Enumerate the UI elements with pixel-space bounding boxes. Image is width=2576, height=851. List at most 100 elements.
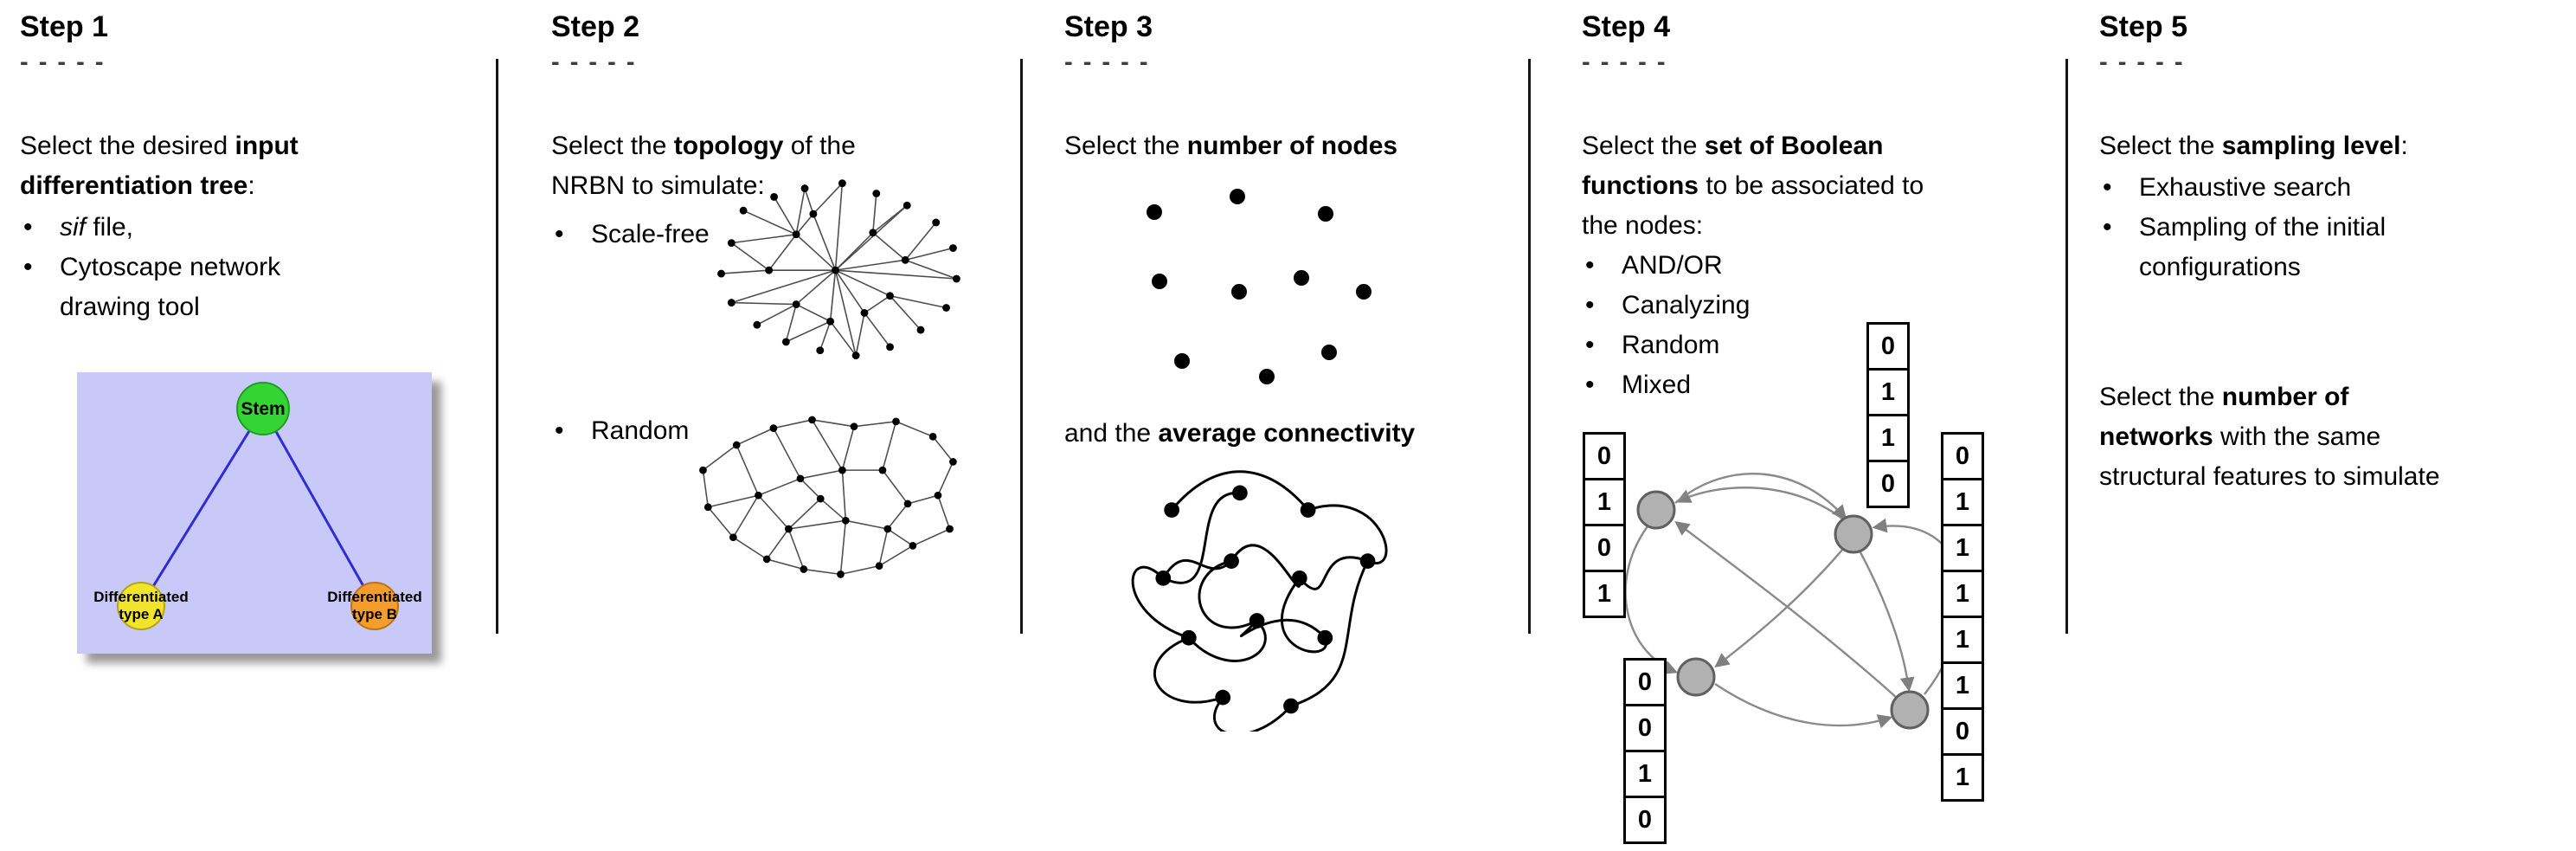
text-line: AND/OR (1622, 246, 1841, 286)
bullet-text: Exhaustive search (2139, 168, 2566, 208)
step4-dashes: - - - - - (1582, 48, 1667, 76)
step5-intro: Select the sampling level: (2099, 126, 2408, 166)
truth-table-cell: 1 (1941, 618, 1984, 664)
text-segment: number of (2221, 383, 2349, 411)
text-line: Canalyzing (1622, 286, 1841, 326)
bullet-icon: • (2103, 173, 2112, 202)
bullet-text: Random (1622, 326, 1841, 365)
text-segment: : (2400, 132, 2408, 160)
bullet-text: Mixed (1622, 365, 1841, 405)
truth-table-cell: 0 (1941, 710, 1984, 756)
tree-edge-a (139, 408, 265, 607)
edge-arrow (1624, 525, 1679, 674)
bullet-text: Sampling of the initial configurations (2139, 208, 2566, 287)
bullet-icon: • (23, 253, 33, 281)
text-line: Select the desired input (20, 126, 299, 166)
column-divider (1528, 59, 1531, 634)
text-line: Random (1622, 326, 1841, 365)
text-line: Cytoscape network (60, 248, 470, 287)
text-segment: Scale-free (591, 220, 710, 248)
text-segment: Exhaustive search (2139, 173, 2352, 202)
connectivity-graph-graphic (1112, 459, 1410, 732)
list-item: • AND/OR (1582, 246, 1841, 286)
text-segment: Random (591, 416, 690, 445)
truth-table-cell: 1 (1583, 480, 1626, 526)
edge-arrow (1674, 472, 1847, 520)
list-item: • Random (1582, 326, 1841, 365)
list-item: • Sampling of the initial configurations (2099, 208, 2566, 287)
text-line: Select the sampling level: (2099, 126, 2408, 166)
step3-title: Step 3 (1064, 10, 1153, 43)
network-node (1834, 514, 1873, 554)
truth-table-cell: 1 (1941, 664, 1984, 710)
truth-table-cell: 1 (1941, 526, 1984, 572)
text-segment: Select the (551, 132, 674, 160)
bullet-text: sif file, (60, 208, 470, 248)
bullet-icon: • (1585, 331, 1595, 359)
text-segment: functions (1582, 171, 1699, 200)
bullet-text: Scale-free (591, 215, 811, 255)
text-line: and the average connectivity (1064, 414, 1415, 454)
text-segment: file, (86, 213, 134, 242)
truth-table-cell: 1 (1866, 416, 1910, 462)
text-segment: drawing tool (60, 293, 200, 321)
text-line: Select the number of (2099, 377, 2440, 417)
text-segment: and the (1064, 419, 1159, 448)
list-item: • Scale-free (551, 215, 811, 255)
text-line: Scale-free (591, 215, 811, 255)
step4-title: Step 4 (1582, 10, 1671, 43)
text-line: Mixed (1622, 365, 1841, 405)
truth-table-cell: 1 (1866, 371, 1910, 416)
bullet-icon: • (2103, 213, 2112, 242)
text-segment: Mixed (1622, 371, 1692, 399)
bullet-text: AND/OR (1622, 246, 1841, 286)
differentiation-tree-svg: Stem Differentiated type A Differentiate… (93, 382, 422, 630)
text-line: differentiation tree: (20, 166, 299, 206)
text-segment: NRBN to simulate: (551, 171, 765, 200)
list-item: • Canalyzing (1582, 286, 1841, 326)
text-line: structural features to simulate (2099, 457, 2440, 497)
bullet-icon: • (1585, 291, 1595, 319)
text-line: sif file, (60, 208, 470, 248)
step4-bullet-list: • AND/OR • Canalyzing • Random • Mixed (1582, 246, 1841, 405)
edge-arrow (1859, 551, 1915, 693)
text-segment: average connectivity (1158, 419, 1416, 448)
list-item: • Mixed (1582, 365, 1841, 405)
truth-table-cell: 0 (1623, 706, 1667, 752)
text-line: functions to be associated to (1582, 166, 1924, 206)
truth-table-cell: 0 (1866, 462, 1910, 508)
text-line: the nodes: (1582, 206, 1924, 246)
text-line: Select the number of nodes (1064, 126, 1397, 166)
text-segment: the nodes: (1582, 211, 1704, 240)
step1-dashes: - - - - - (20, 48, 106, 76)
type-b-label-line2: type B (352, 606, 397, 622)
step5-dashes: - - - - - (2099, 48, 2185, 76)
edge-arrow (1714, 683, 1893, 729)
network-node (1636, 490, 1676, 530)
network-node (1676, 657, 1716, 697)
truth-table-cell: 0 (1623, 798, 1667, 844)
text-segment: Select the (2099, 383, 2222, 411)
step5-bullet-list: • Exhaustive search • Sampling of the in… (2099, 168, 2566, 287)
text-line: Random (591, 411, 811, 451)
text-segment: Cytoscape network (60, 253, 281, 281)
text-segment: Select the (1064, 132, 1187, 160)
truth-table-cell: 1 (1583, 572, 1626, 618)
text-line: Exhaustive search (2139, 168, 2566, 208)
bullet-icon: • (1585, 251, 1595, 280)
step5-title: Step 5 (2099, 10, 2188, 43)
text-segment: with the same (2213, 422, 2381, 451)
text-segment: Sampling of the initial (2139, 213, 2386, 242)
text-line: Select the topology of the (551, 126, 856, 166)
truth-table-cell: 1 (1941, 480, 1984, 526)
nodes-dots-graphic (1125, 177, 1402, 394)
text-segment: networks (2099, 422, 2213, 451)
text-line: drawing tool (60, 287, 470, 327)
text-line: configurations (2139, 248, 2566, 287)
edge-arrow (1675, 487, 1854, 529)
